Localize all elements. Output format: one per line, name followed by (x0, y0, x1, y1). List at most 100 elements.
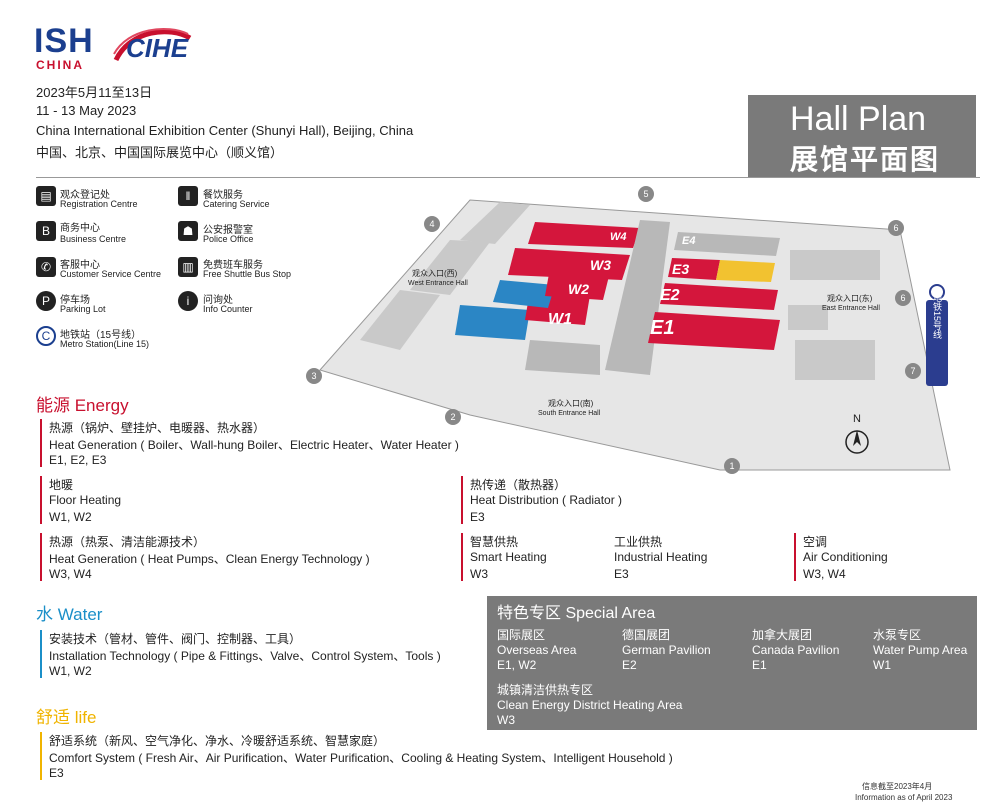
cihe-logo (113, 27, 192, 62)
info-icon: i (178, 291, 198, 311)
hall-w4 (528, 222, 640, 248)
gate-6a: 6 (893, 223, 898, 233)
category-label-en: Smart Heating (470, 550, 547, 564)
metro-station-icon (929, 284, 945, 300)
footnote-cn: 信息截至2023年4月 (862, 782, 933, 791)
special-item-cn: 国际展区 (497, 628, 546, 642)
category-halls: W3 (470, 567, 488, 581)
legend-label-en: Registration Centre (60, 199, 138, 209)
category-label-cn: 热传递（散热器） (470, 478, 567, 492)
gate-4: 4 (429, 219, 434, 229)
section-title-life: 舒适 life (36, 708, 97, 727)
header-divider (36, 177, 980, 178)
legend-label-en: Info Counter (203, 304, 253, 314)
hall-e4 (674, 232, 780, 256)
category-halls: W1, W2 (49, 664, 92, 678)
section-title-energy: 能源 Energy (36, 396, 129, 415)
category-halls: E3 (470, 510, 485, 524)
registration-icon: ▤ (36, 186, 56, 206)
category-bar (40, 419, 42, 467)
special-item-en: Overseas Area (497, 643, 577, 657)
category-label-cn: 工业供热 (614, 535, 663, 549)
hall-plan-title-box (748, 95, 976, 177)
legend-label-en: Metro Station(Line 15) (60, 339, 150, 349)
legend-label-cn: 问询处 (203, 295, 233, 306)
legend-label-cn: 地铁站（15号线） (60, 330, 142, 341)
legend-label-en: Police Office (203, 234, 254, 244)
category-bar (794, 533, 796, 581)
hall-e3-life-zone (716, 260, 775, 282)
legend-label-en: Parking Lot (60, 304, 106, 314)
category-bar (40, 533, 42, 581)
shuttle-bus-icon: ▥ (178, 257, 198, 277)
special-item-halls: W1 (873, 658, 891, 672)
hall-label-e2: E2 (660, 287, 680, 304)
south-entrance-label-cn: 观众入口(南) (548, 398, 594, 408)
special-item-en: Clean Energy District Heating Area (497, 698, 683, 712)
special-item-halls: W3 (497, 713, 515, 727)
parking-area-west (360, 202, 530, 350)
category-label-cn: 安装技术（管材、管件、阀门、控制器、工具） (49, 632, 302, 646)
legend-label-cn: 公安报警室 (203, 225, 253, 236)
cihe-logo-text: CIHE (126, 33, 189, 63)
legend-label-en: Free Shuttle Bus Stop (203, 269, 292, 279)
business-centre-icon: B (36, 221, 56, 241)
catering-icon: ‖ (178, 186, 198, 206)
parking-icon: P (36, 291, 56, 311)
west-entrance-label-cn: 观众入口(西) (412, 269, 458, 278)
category-label-en: Floor Heating (49, 493, 122, 507)
hall-label-e3: E3 (672, 261, 689, 277)
category-bar (461, 476, 463, 524)
legend-label-cn: 客服中心 (60, 260, 100, 271)
hall-e3 (668, 258, 720, 280)
venue-map: W1 W2 W3 W4 E1 E2 E3 E4 观众入口(西) West Ent… (306, 186, 951, 474)
ish-logo: ISH (34, 22, 94, 60)
footnote-en: Information as of April 2023 (855, 793, 953, 802)
gate-1: 1 (729, 461, 734, 471)
venue-en: China International Exhibition Center (S… (36, 123, 414, 138)
police-icon: ☗ (178, 221, 198, 241)
west-entrance-label-en: West Entrance Hall (408, 280, 468, 287)
legend-label-cn: 观众登记处 (60, 190, 110, 201)
special-item-en: Canada Pavilion (752, 643, 840, 657)
hall-e1 (648, 312, 780, 350)
category-label-en: Industrial Heating (614, 550, 708, 564)
metro-line-label: 地铁15号线 (932, 292, 942, 339)
ish-china-label: CHINA (36, 58, 84, 72)
venue-cn: 中国、北京、中国国际展览中心（顺义馆） (36, 145, 284, 160)
hall-plan-title-en: Hall Plan (790, 100, 927, 138)
category-label-cn: 热源（锅炉、壁挂炉、电暖器、热水器） (49, 421, 266, 435)
category-bar (40, 732, 42, 780)
legend-label-cn: 免费班车服务 (203, 260, 263, 271)
east-entrance-label-en: East Entrance Hall (822, 305, 880, 312)
gate-3: 3 (311, 371, 316, 381)
hall-e2 (660, 283, 778, 310)
legend-label-en: Customer Service Centre (60, 269, 162, 279)
legend-label-en: Catering Service (203, 199, 270, 209)
gate-7: 7 (910, 366, 915, 376)
hall-label-e4: E4 (682, 235, 695, 247)
hall-plan-title-cn: 展馆平面图 (790, 144, 941, 175)
category-halls: W1, W2 (49, 510, 92, 524)
category-label-en: Comfort System ( Fresh Air、Air Purificat… (49, 751, 673, 765)
category-bar (40, 630, 42, 678)
category-label-cn: 智慧供热 (470, 535, 519, 549)
section-title-water: 水 Water (36, 605, 103, 624)
category-label-en: Installation Technology ( Pipe & Fitting… (49, 649, 441, 663)
event-date-cn: 2023年5月11至13日 (36, 85, 153, 100)
hall-label-w4: W4 (610, 231, 627, 243)
category-halls: E3 (614, 567, 629, 581)
special-item-halls: E1, W2 (497, 658, 537, 672)
category-label-cn: 热源（热泵、清洁能源技术） (49, 535, 206, 549)
gate-6b: 6 (900, 293, 905, 303)
legend-label-en: Business Centre (60, 234, 127, 244)
special-item-cn: 水泵专区 (873, 628, 922, 642)
north-label: N (853, 413, 861, 425)
hall-label-e1: E1 (650, 317, 674, 339)
legend-label-cn: 餐饮服务 (203, 190, 243, 201)
special-area-title: 特色专区 Special Area (497, 605, 656, 622)
special-item-halls: E2 (622, 658, 637, 672)
gate-5: 5 (643, 189, 648, 199)
category-label-en: Heat Generation ( Boiler、Wall-hung Boile… (49, 438, 459, 452)
special-item-cn: 城镇清洁供热专区 (497, 683, 594, 697)
